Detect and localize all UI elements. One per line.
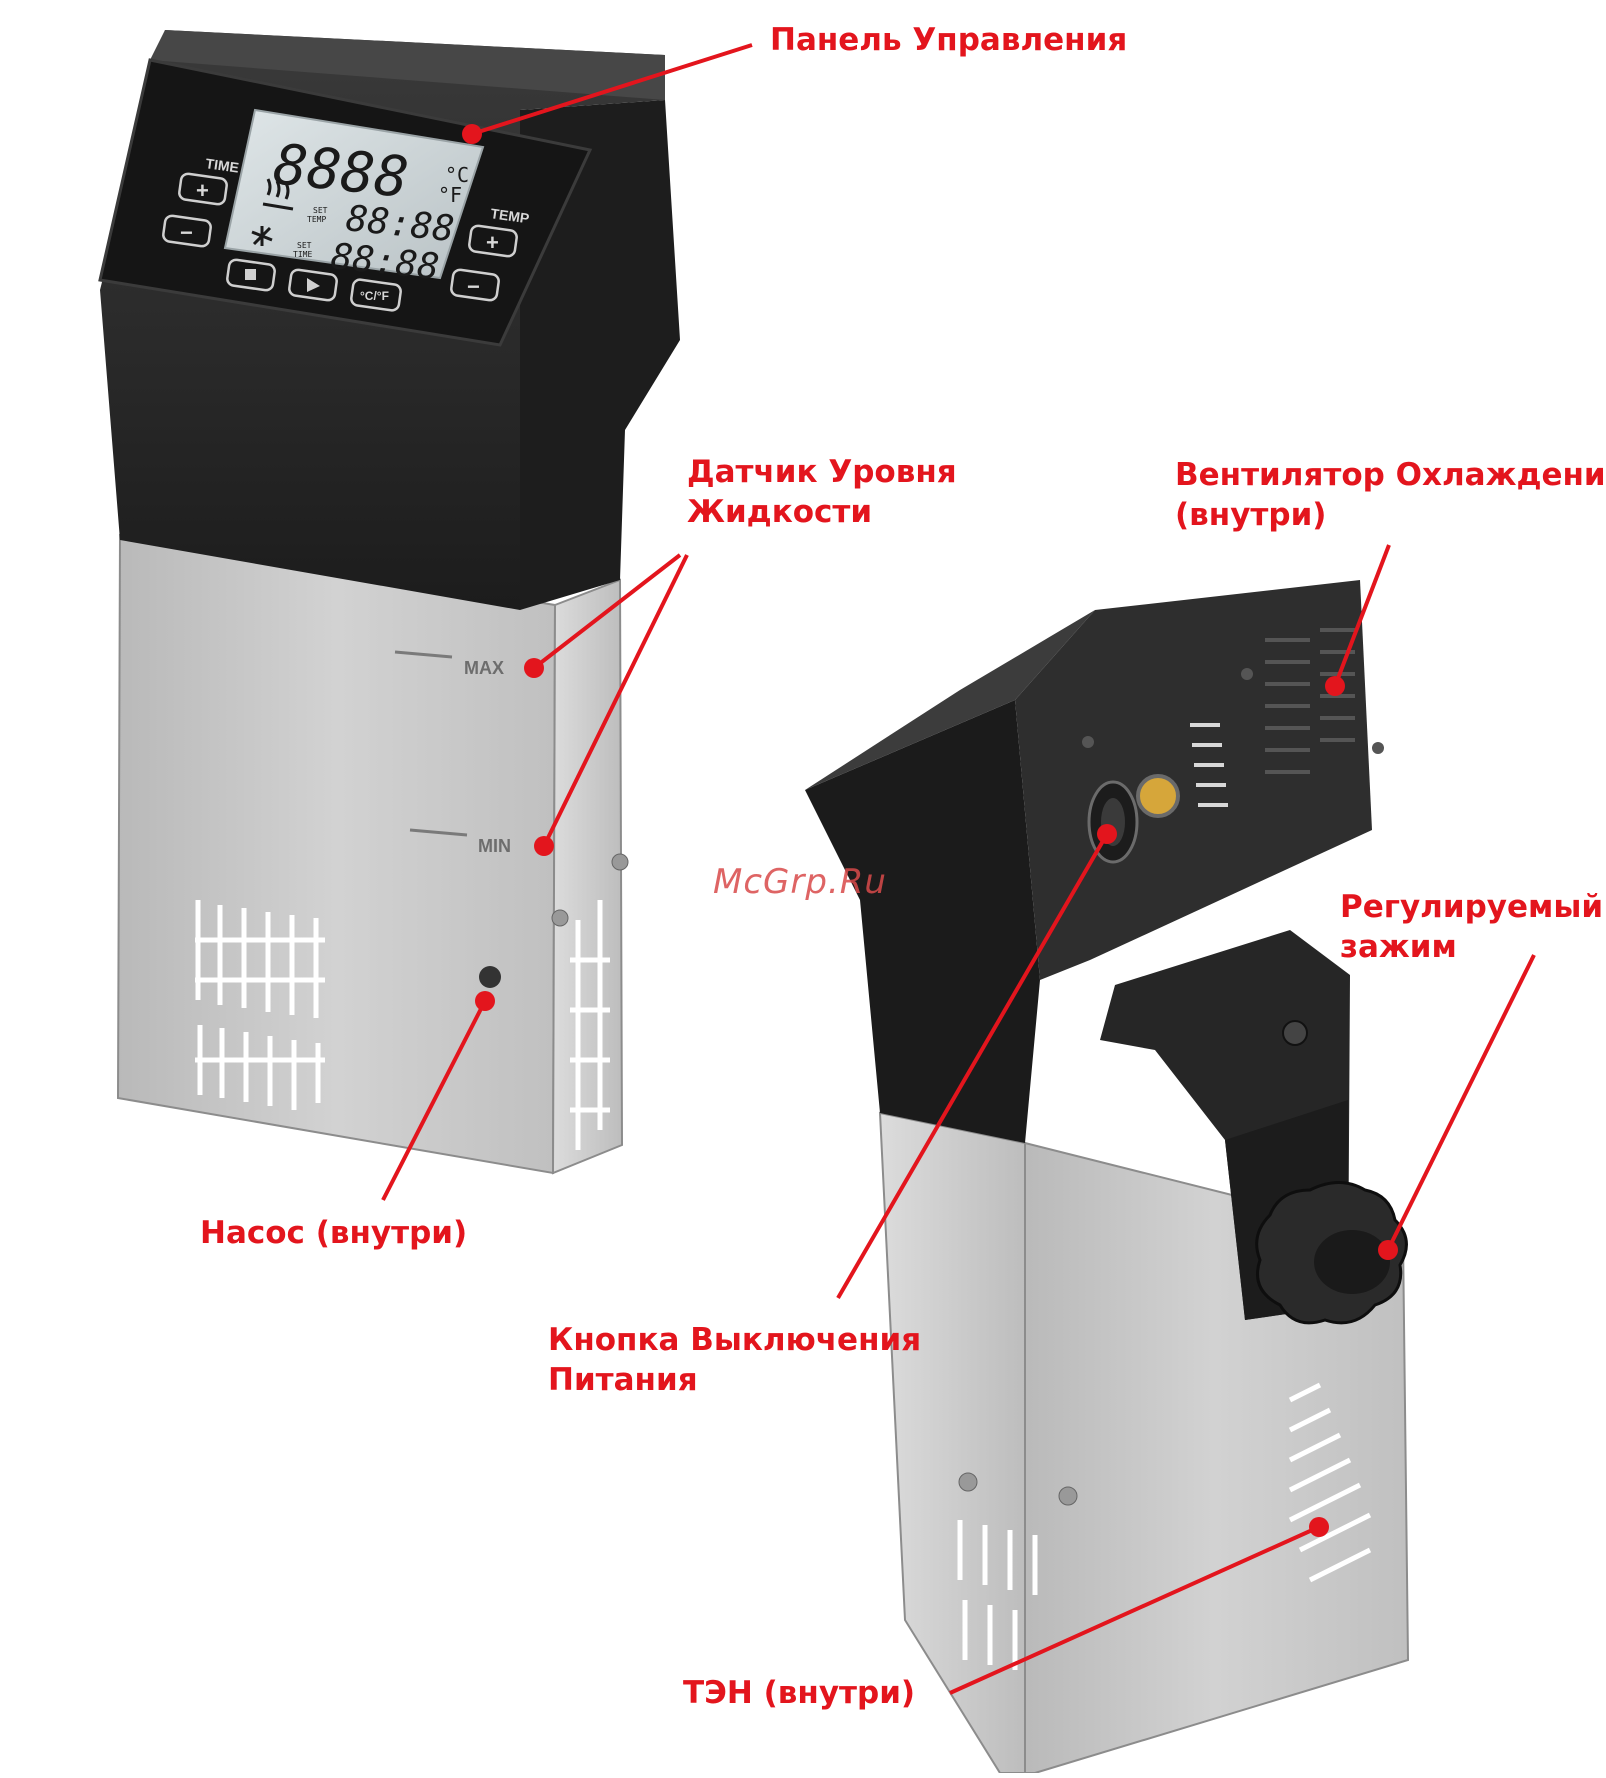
dot-max xyxy=(524,658,544,678)
side-screw xyxy=(612,854,628,870)
rear-head-back xyxy=(1015,580,1372,980)
max-mark: MAX xyxy=(464,658,504,678)
callout-control-panel-text: Панель Управления xyxy=(770,20,1127,60)
dot-fan xyxy=(1325,676,1345,696)
callout-cooling-fan: Вентилятор Охлаждения (внутри) xyxy=(1175,455,1606,535)
watermark: McGrp.Ru xyxy=(713,862,887,902)
power-socket xyxy=(1138,776,1178,816)
rear-screw-1 xyxy=(959,1473,977,1491)
stop-icon xyxy=(245,269,256,280)
temp-minus-label: − xyxy=(467,274,480,299)
dot-heater xyxy=(1309,1517,1329,1537)
lcd-set-time-label: SET xyxy=(297,241,312,250)
front-steel-side xyxy=(553,580,622,1173)
callout-adjustable-clamp-line1: Регулируемый xyxy=(1340,887,1603,927)
clamp-screw xyxy=(1283,1021,1307,1045)
lcd-set-time-label-2: TIME xyxy=(293,250,312,259)
front-device: 8888 °C °F SET TEMP 88:88 SET TIME 88:88… xyxy=(100,30,680,1173)
pump-hole xyxy=(479,966,501,988)
dot-pump xyxy=(475,991,495,1011)
time-plus-label: + xyxy=(196,178,209,203)
unit-toggle-label: °C/°F xyxy=(360,289,389,303)
dot-control-panel xyxy=(462,124,482,144)
callout-adjustable-clamp-line2: зажим xyxy=(1340,927,1603,967)
callout-cooling-fan-line2: (внутри) xyxy=(1175,495,1606,535)
lcd-set-temp-label: SET xyxy=(313,206,328,215)
callout-adjustable-clamp: Регулируемый зажим xyxy=(1340,887,1603,967)
callout-heater: ТЭН (внутри) xyxy=(683,1673,915,1713)
temp-plus-label: + xyxy=(486,230,499,255)
dot-min xyxy=(534,836,554,856)
min-mark: MIN xyxy=(478,836,511,856)
lcd-fahrenheit: °F xyxy=(438,183,462,207)
rear-head-side xyxy=(805,700,1040,1143)
side-screw-2 xyxy=(552,910,568,926)
callout-power-button: Кнопка Выключения Питания xyxy=(548,1320,921,1400)
leader-clamp xyxy=(1388,955,1534,1250)
callout-power-button-line1: Кнопка Выключения xyxy=(548,1320,921,1360)
callout-pump-text: Насос (внутри) xyxy=(200,1213,467,1253)
callout-level-sensor: Датчик Уровня Жидкости xyxy=(687,452,957,532)
lcd-set-temp-label-2: TEMP xyxy=(307,215,326,224)
callout-cooling-fan-line1: Вентилятор Охлаждения xyxy=(1175,455,1606,495)
panel-screw-1 xyxy=(1241,668,1253,680)
rear-device xyxy=(805,580,1408,1773)
time-minus-label: − xyxy=(180,220,193,245)
callout-level-sensor-line1: Датчик Уровня xyxy=(687,452,957,492)
callout-control-panel: Панель Управления xyxy=(770,20,1127,60)
dot-power xyxy=(1097,824,1117,844)
callout-level-sensor-line2: Жидкости xyxy=(687,492,957,532)
callout-heater-text: ТЭН (внутри) xyxy=(683,1673,915,1713)
rear-screw-2 xyxy=(1059,1487,1077,1505)
callout-power-button-line2: Питания xyxy=(548,1360,921,1400)
dot-clamp xyxy=(1378,1240,1398,1260)
callout-pump: Насос (внутри) xyxy=(200,1213,467,1253)
panel-screw-2 xyxy=(1082,736,1094,748)
panel-screw-3 xyxy=(1372,742,1384,754)
